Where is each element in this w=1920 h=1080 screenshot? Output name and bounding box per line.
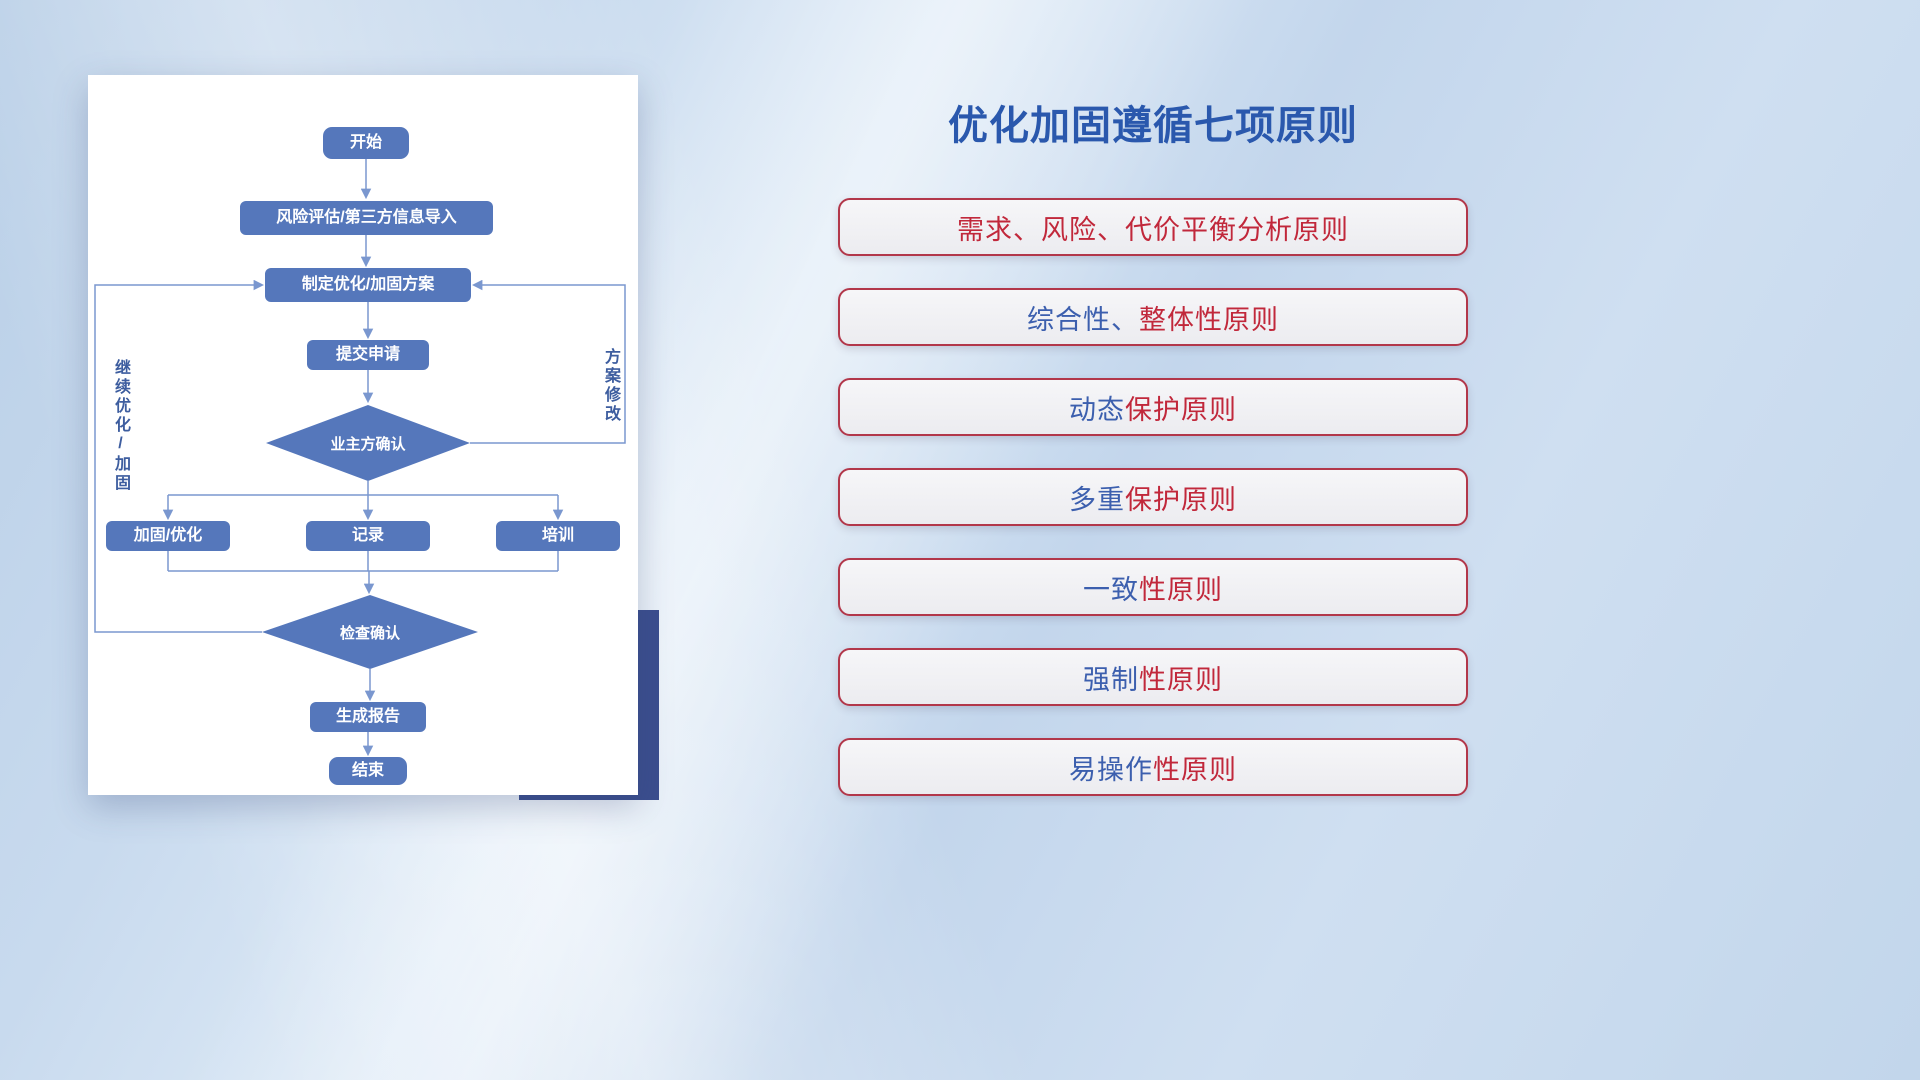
flow-node-training: 培训 (496, 521, 620, 551)
principle-text-red: 整体性原则 (1139, 304, 1279, 335)
flow-label-owner-confirm: 业主方确认 (330, 435, 406, 453)
principle-text-red: 保护原则 (1125, 394, 1237, 425)
principle-card-4: 多重保护原则 (838, 468, 1468, 526)
flow-node-report: 生成报告 (310, 702, 426, 732)
principle-card-5: 一致性原则 (838, 558, 1468, 616)
principle-card-6: 强制性原则 (838, 648, 1468, 706)
principle-card-3: 动态保护原则 (838, 378, 1468, 436)
flow-node-risk-import: 风险评估/第三方信息导入 (240, 201, 493, 235)
principles-panel: 优化加固遵循七项原则 需求、风险、代价平衡分析原则 综合性、整体性原则 动态保护… (838, 0, 1468, 1080)
principle-card-7: 易操作性原则 (838, 738, 1468, 796)
flow-node-make-plan: 制定优化/加固方案 (265, 268, 471, 302)
flow-node-start: 开始 (323, 127, 409, 159)
principle-text-red: 保护原则 (1125, 484, 1237, 515)
principle-text-red: 性原则 (1139, 664, 1223, 695)
principle-text-red: 需求、风险、代价平衡分析原则 (957, 214, 1349, 245)
principle-card-1: 需求、风险、代价平衡分析原则 (838, 198, 1468, 256)
page-title: 优化加固遵循七项原则 (948, 104, 1358, 148)
flowchart-connectors (94, 159, 626, 757)
principle-text-blue: 动态 (1069, 394, 1125, 425)
flow-node-reinforce: 加固/优化 (106, 521, 230, 551)
principle-text-blue: 易操作 (1069, 754, 1153, 785)
principle-text-red: 性原则 (1153, 754, 1237, 785)
principle-text-blue: 综合性、 (1027, 304, 1139, 335)
flow-node-end: 结束 (329, 757, 407, 785)
principle-card-2: 综合性、整体性原则 (838, 288, 1468, 346)
flow-label-check-confirm: 检查确认 (339, 624, 400, 642)
flow-edge-label-continue-loop: 继续优化/加固 (112, 358, 129, 493)
flow-edge-label-plan-revision: 方案修改 (602, 348, 619, 424)
principle-text-blue: 多重 (1069, 484, 1125, 515)
flowchart-card: 开始 风险评估/第三方信息导入 制定优化/加固方案 提交申请 业主方确认 加固/… (88, 75, 638, 795)
principle-text-red: 性原则 (1139, 574, 1223, 605)
flow-diamond-owner-confirm (266, 405, 470, 481)
principle-text-blue: 一致 (1083, 574, 1139, 605)
flow-node-submit: 提交申请 (307, 340, 429, 370)
flow-node-record: 记录 (306, 521, 430, 551)
principles-list: 需求、风险、代价平衡分析原则 综合性、整体性原则 动态保护原则 多重保护原则 一… (838, 198, 1468, 796)
flow-diamond-check-confirm (262, 595, 478, 669)
principle-text-blue: 强制 (1083, 664, 1139, 695)
